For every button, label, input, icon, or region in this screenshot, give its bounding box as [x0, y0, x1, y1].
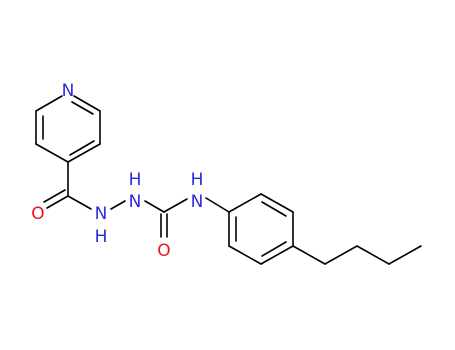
bond [205, 197, 230, 213]
carbonyl-oxygen-label: O [31, 204, 44, 224]
urea-oxygen-label: O [157, 241, 170, 261]
hydrazide-hydrogen-label: H [95, 227, 108, 247]
bond [228, 245, 262, 265]
anilide-hydrogen-label: H [191, 170, 204, 190]
hydrazide-nitrogen-label: N [129, 192, 142, 212]
bond [228, 193, 262, 213]
atom-labels: N O N H H N O H N [31, 81, 203, 261]
bond [388, 245, 422, 265]
hydrazide-hydrogen-label: H [129, 170, 142, 190]
bond [73, 95, 101, 112]
bond [67, 195, 92, 210]
bond [43, 189, 66, 203]
bond [67, 143, 101, 163]
bond [69, 140, 95, 156]
bond [144, 200, 165, 213]
anilide-nitrogen-label: N [191, 192, 204, 212]
bond [261, 241, 287, 257]
hydrazide-nitrogen-label: N [95, 204, 108, 224]
bond [261, 201, 287, 217]
bond [260, 245, 294, 265]
hydrazide-chain [43, 161, 230, 238]
bond [260, 193, 294, 213]
bond [35, 95, 63, 112]
pyridine-nitrogen-label: N [62, 81, 75, 101]
benzene-ring [228, 193, 294, 265]
bond [46, 195, 69, 209]
bond [324, 245, 358, 265]
bond [356, 245, 390, 265]
bond [292, 245, 326, 265]
pyridine-ring [35, 95, 101, 163]
bond [35, 143, 69, 163]
bond [71, 101, 94, 115]
bond [110, 200, 126, 210]
butyl-chain [292, 245, 422, 265]
bond [163, 198, 188, 213]
